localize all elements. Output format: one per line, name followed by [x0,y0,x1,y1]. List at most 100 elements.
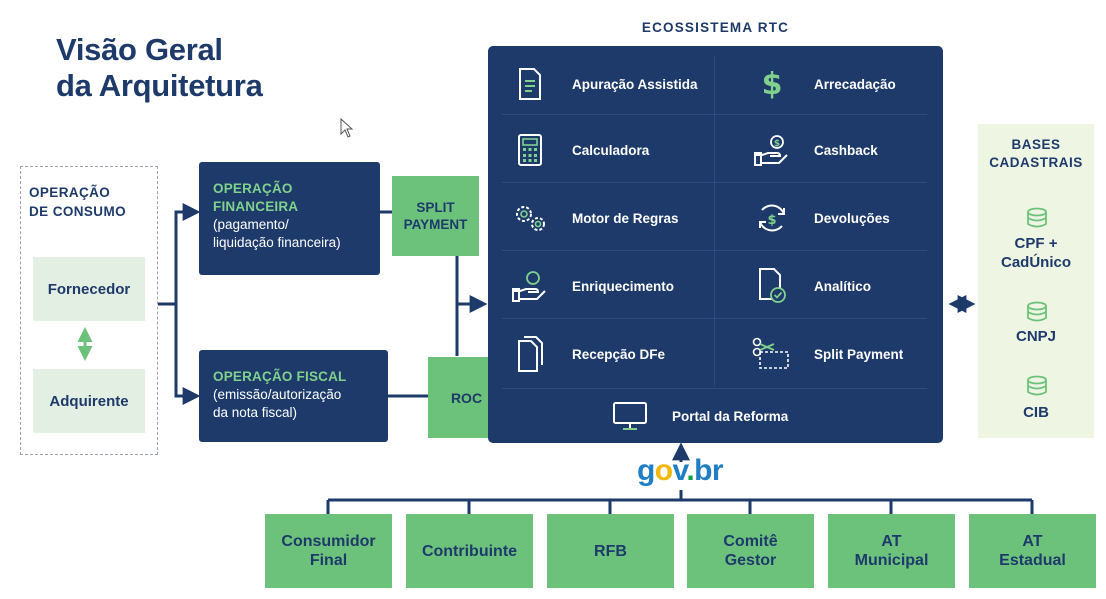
eco-item-calculadora: Calculadora [510,130,649,170]
database-layers-icon [1027,301,1047,322]
adquirente-box: Adquirente [33,369,145,433]
bottom-box-line-1: AT [881,533,902,550]
govbr-letter: b [694,454,712,487]
eco-item-analitico: Analítico [752,266,871,306]
operacao-financeira-box: OPERAÇÃO FINANCEIRA (pagamento/ liquidaç… [199,162,380,275]
title-line-2: da Arquitetura [56,68,263,103]
eco-label: Apuração Assistida [572,76,698,92]
bottom-box-line-1: AT [1022,533,1043,550]
mouse-cursor-icon [340,118,354,138]
eco-column-divider [714,56,715,386]
eco-item-cashback: $ Cashback [752,130,878,170]
fiscal-desc-line-2: da nota fiscal) [213,405,298,420]
base-cpf-line-2: CadÚnico [1000,254,1071,271]
scissors-icon [752,334,792,374]
comite-gestor-box: Comitê Gestor [687,514,814,588]
operacao-fiscal-box: OPERAÇÃO FISCAL (emissão/autorização da … [199,350,388,442]
bottom-box-line-1: Contribuinte [421,542,518,560]
eco-row-divider [502,250,927,251]
eco-label: Recepção DFe [572,346,666,362]
eco-label: Split Payment [814,346,904,362]
contribuinte-box: Contribuinte [406,514,533,588]
govbr-dot: . [686,454,695,487]
operacao-consumo-title: OPERAÇÃO DE CONSUMO [29,183,126,221]
operacao-consumo-group: OPERAÇÃO DE CONSUMO Fornecedor Adquirent… [20,166,158,455]
svg-text:$: $ [774,139,780,149]
eco-label: Portal da Reforma [672,408,789,424]
split-payment-line-2: PAYMENT [403,217,468,232]
bottom-box-line-1: Comitê [723,533,778,550]
at-estadual-box: AT Estadual [969,514,1096,588]
govbr-letter: o [654,454,673,487]
eco-row-divider [502,182,927,183]
bottom-box-line-1: RFB [594,542,627,560]
govbr-letter: g [637,454,655,487]
rfb-box: RFB [547,514,674,588]
eco-row-divider [502,114,927,115]
consumidor-final-box: Consumidor Final [265,514,392,588]
financeira-label-line-2: FINANCEIRA [213,199,299,214]
fiscal-desc-line-1: (emissão/autorização [213,387,342,402]
svg-text:$: $ [762,67,783,102]
bottom-box-line-2: Estadual [999,552,1066,569]
svg-text:$: $ [767,213,776,228]
eco-item-enriquecimento: Enriquecimento [510,266,674,306]
eco-row-divider [502,318,927,319]
eco-label: Devoluções [814,210,890,226]
title-line-1: Visão Geral [56,32,223,67]
file-check-icon [752,266,792,306]
bases-title-line-2: CADASTRAIS [989,155,1083,170]
financeira-desc-line-2: liquidação financeira) [213,235,341,250]
bases-title-line-1: BASES [1011,137,1061,152]
eco-label: Arrecadação [814,76,896,92]
hand-coin-icon [510,266,550,306]
refund-icon: $ [752,198,792,238]
financeira-desc-line-1: (pagamento/ [213,217,289,232]
bottom-box-line-2: Municipal [854,552,929,569]
split-payment-line-1: SPLIT [416,200,455,215]
bottom-box-line-2: Final [309,552,348,569]
eco-label: Cashback [814,142,878,158]
eco-item-recepcao-dfe: Recepção DFe [510,334,665,374]
govbr-letter: v [672,454,687,487]
eco-item-devolucoes: $ Devoluções [752,198,890,238]
eco-row-divider [502,388,927,389]
database-layers-icon [1027,207,1047,228]
eco-label: Enriquecimento [572,278,675,294]
bases-title: BASES CADASTRAIS [978,136,1094,172]
base-cnpj: CNPJ [1015,328,1056,345]
database-layers-icon [1027,375,1047,396]
bottom-box-line-1: Consumidor [281,533,376,550]
financeira-label-line-1: OPERAÇÃO [213,181,293,196]
fornecedor-box: Fornecedor [33,257,145,321]
eco-item-portal-da-reforma: Portal da Reforma [610,396,788,436]
dollar-icon: $ [752,64,792,104]
eco-item-motor-de-regras: Motor de Regras [510,198,679,238]
documents-icon [510,334,550,374]
calculator-icon [510,130,550,170]
eco-label: Calculadora [572,142,650,158]
govbr-letter: r [711,454,724,487]
ecossistema-rtc-panel: Apuração Assistida Calculadora Motor de … [488,46,943,443]
base-cib: CIB [1023,404,1049,421]
eco-label: Motor de Regras [572,210,679,226]
consumo-title-line-1: OPERAÇÃO [29,185,111,200]
page-title: Visão Geral da Arquitetura [56,32,263,104]
bottom-box-line-2: Gestor [724,552,777,569]
fiscal-label: OPERAÇÃO FISCAL [213,369,347,384]
base-cpf-cadunico: CPF + CadÚnico [978,234,1094,272]
eco-item-arrecadacao: $ Arrecadação [752,64,896,104]
eco-item-split-payment: Split Payment [752,334,903,374]
govbr-logo: gov.br [600,454,760,488]
eco-item-apuracao-assistida: Apuração Assistida [510,64,698,104]
at-municipal-box: AT Municipal [828,514,955,588]
document-icon [510,64,550,104]
eco-label: Analítico [814,278,872,294]
monitor-icon [610,396,650,436]
bases-cadastrais-panel: BASES CADASTRAIS CPF + CadÚnico CNPJ CIB [978,124,1094,438]
consumo-title-line-2: DE CONSUMO [29,204,127,219]
base-cpf-line-1: CPF + [1014,235,1058,252]
ecossistema-title: ECOSSISTEMA RTC [641,20,790,35]
split-payment-box: SPLIT PAYMENT [392,176,479,256]
